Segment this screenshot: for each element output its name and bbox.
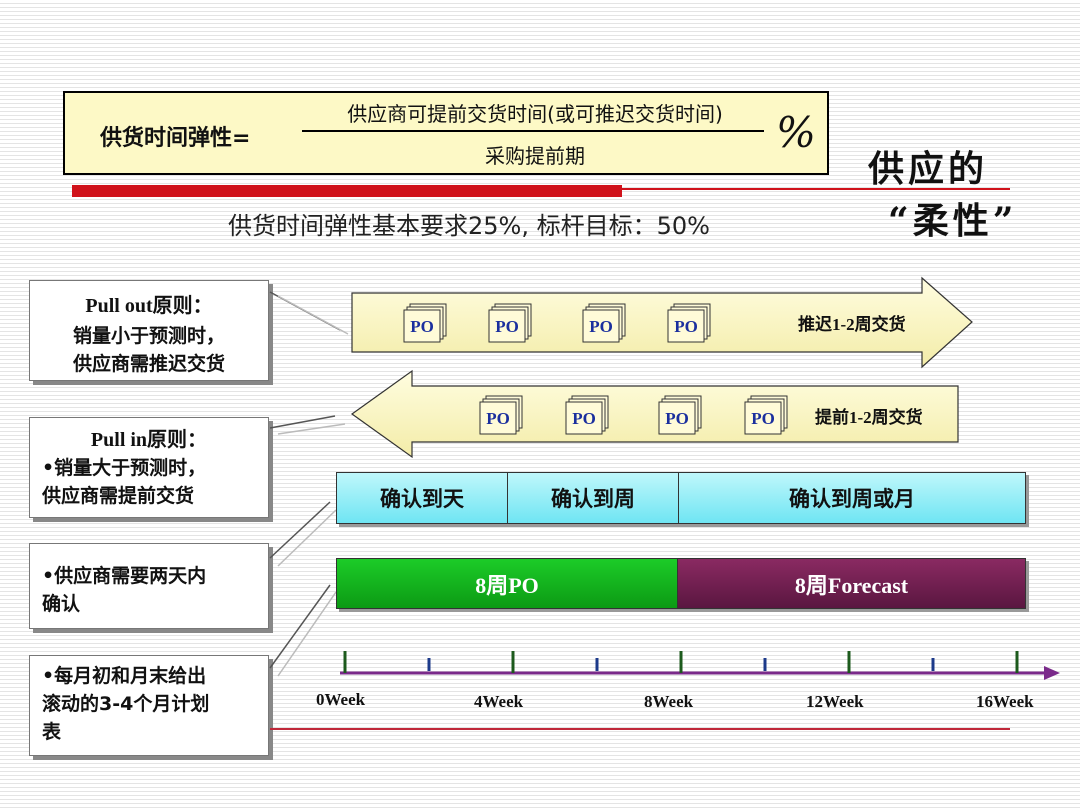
connector-line <box>269 501 331 559</box>
rolling-line2: 滚动的3-4个月计划 <box>42 693 210 715</box>
connector-line <box>269 415 336 429</box>
fraction-bar <box>302 130 764 132</box>
po-forecast-bar: 8周PO 8周Forecast <box>336 558 1026 609</box>
confirm-bar: 确认到天 确认到周 确认到周或月 <box>336 472 1026 524</box>
po-document-icon: PO <box>565 395 609 435</box>
delay-arrow <box>351 276 973 369</box>
pull-out-line2: 供应商需推迟交货 <box>72 353 225 375</box>
advance-label: 提前1-2周交货 <box>815 408 923 427</box>
rolling-line3: 表 <box>42 721 62 743</box>
timeline-arrowhead <box>1044 666 1060 680</box>
confirm-week-or-month-cell: 确认到周或月 <box>789 487 915 511</box>
connector-line <box>277 591 337 677</box>
week-label-12: 12Week <box>806 692 864 711</box>
po-segment: 8周PO <box>337 559 678 608</box>
po-label: PO <box>410 317 434 336</box>
timeline-ticks <box>343 651 1019 673</box>
week-label-16: 16Week <box>976 692 1034 711</box>
po-docs-delay: PO PO PO PO <box>403 303 711 343</box>
po-label: PO <box>674 317 698 336</box>
po-docs-advance: PO PO PO PO <box>479 395 788 435</box>
flexibility-title-line2: “柔性” <box>888 200 1018 242</box>
po-document-icon: PO <box>667 303 711 343</box>
advance-arrow <box>350 369 959 459</box>
po-document-icon: PO <box>403 303 447 343</box>
po-document-icon: PO <box>744 395 788 435</box>
bottom-red-line <box>270 728 1010 730</box>
po-label: PO <box>589 317 613 336</box>
pull-out-title: Pull out原则： <box>85 295 213 317</box>
formula-lhs: 供货时间弹性= <box>100 126 251 151</box>
connector-line <box>277 295 349 335</box>
po-document-icon: PO <box>479 395 523 435</box>
rolling-plan-note: •每月初和月末给出 滚动的3-4个月计划 表 <box>29 655 269 756</box>
formula-box <box>63 91 829 175</box>
week-label-0: 0Week <box>316 690 366 709</box>
rolling-line1: •每月初和月末给出 <box>42 665 207 687</box>
pull-out-note: Pull out原则： 销量小于预测时， 供应商需推迟交货 <box>29 280 269 381</box>
red-divider-bar <box>72 185 622 197</box>
requirement-text: 供货时间弹性基本要求25%, 标杆目标：50% <box>228 212 710 240</box>
pull-in-title: Pull in原则： <box>90 429 208 451</box>
pull-out-line1: 销量小于预测时， <box>72 325 225 347</box>
po-label: PO <box>751 409 775 428</box>
confirm-note: •供应商需要两天内 确认 <box>29 543 269 629</box>
formula-denominator: 采购提前期 <box>485 144 585 168</box>
connector-line <box>269 584 331 669</box>
percent-sign: % <box>776 108 816 157</box>
po-document-icon: PO <box>488 303 532 343</box>
connector-line <box>277 423 346 435</box>
confirm-line1: •供应商需要两天内 <box>42 565 207 587</box>
week-label-4: 4Week <box>474 692 524 711</box>
connector-lines <box>269 291 349 677</box>
confirm-week-cell: 确认到周 <box>508 473 679 523</box>
po-label: PO <box>572 409 596 428</box>
pull-in-note: Pull in原则： •销量大于预测时， 供应商需提前交货 <box>29 417 269 518</box>
delay-label: 推迟1-2周交货 <box>798 315 906 334</box>
forecast-segment: 8周Forecast <box>678 559 1025 608</box>
po-document-icon: PO <box>658 395 702 435</box>
confirm-day-cell: 确认到天 <box>337 473 508 523</box>
red-divider-line <box>622 188 1010 190</box>
po-label: PO <box>665 409 689 428</box>
formula-numerator: 供应商可提前交货时间(或可推迟交货时间) <box>347 102 723 126</box>
po-document-icon: PO <box>582 303 626 343</box>
connector-line <box>277 509 337 567</box>
flexibility-title-line1: 供应的 <box>868 148 989 190</box>
po-label: PO <box>495 317 519 336</box>
confirm-line2: 确认 <box>42 593 81 615</box>
po-label: PO <box>486 409 510 428</box>
week-label-8: 8Week <box>644 692 694 711</box>
pull-in-line1: •销量大于预测时， <box>42 457 207 479</box>
pull-in-line2: 供应商需提前交货 <box>42 485 195 507</box>
